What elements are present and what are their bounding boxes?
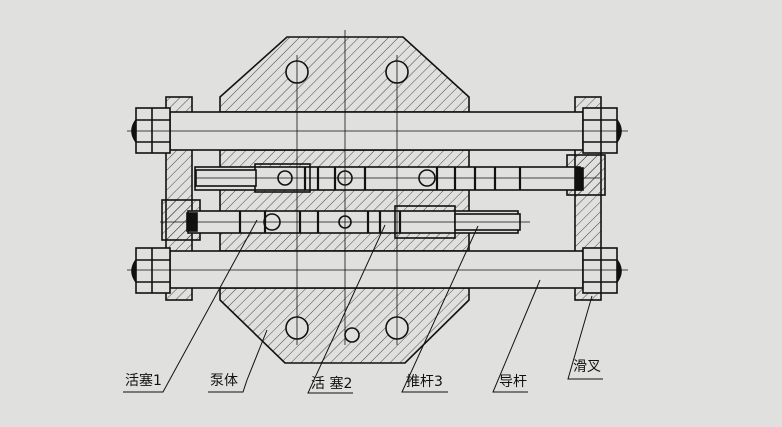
label-piston1: 活塞1 xyxy=(125,373,162,389)
leader-piston1 xyxy=(123,219,258,393)
pump-body-upper xyxy=(219,36,470,113)
guide-rod-lower xyxy=(169,250,584,289)
leader-slide-fork xyxy=(567,295,603,380)
leader-guide-rod xyxy=(492,279,541,393)
label-slide-fork: 滑叉 xyxy=(573,359,601,375)
nut xyxy=(131,247,171,294)
nut xyxy=(582,107,622,154)
nut xyxy=(131,107,171,154)
leader-push-rod3 xyxy=(401,225,479,393)
pump-body-middle xyxy=(219,149,470,252)
pump-body-lower xyxy=(219,287,470,364)
label-guide-rod: 导杆 xyxy=(499,374,527,390)
leader-piston2 xyxy=(307,224,386,394)
label-piston2: 活 塞2 xyxy=(311,376,353,392)
label-push-rod3: 推杆3 xyxy=(406,374,443,390)
label-pump-body: 泵体 xyxy=(210,373,238,389)
bolt-hole xyxy=(344,327,360,343)
leader-pump-body xyxy=(208,329,268,393)
nut xyxy=(582,247,622,294)
